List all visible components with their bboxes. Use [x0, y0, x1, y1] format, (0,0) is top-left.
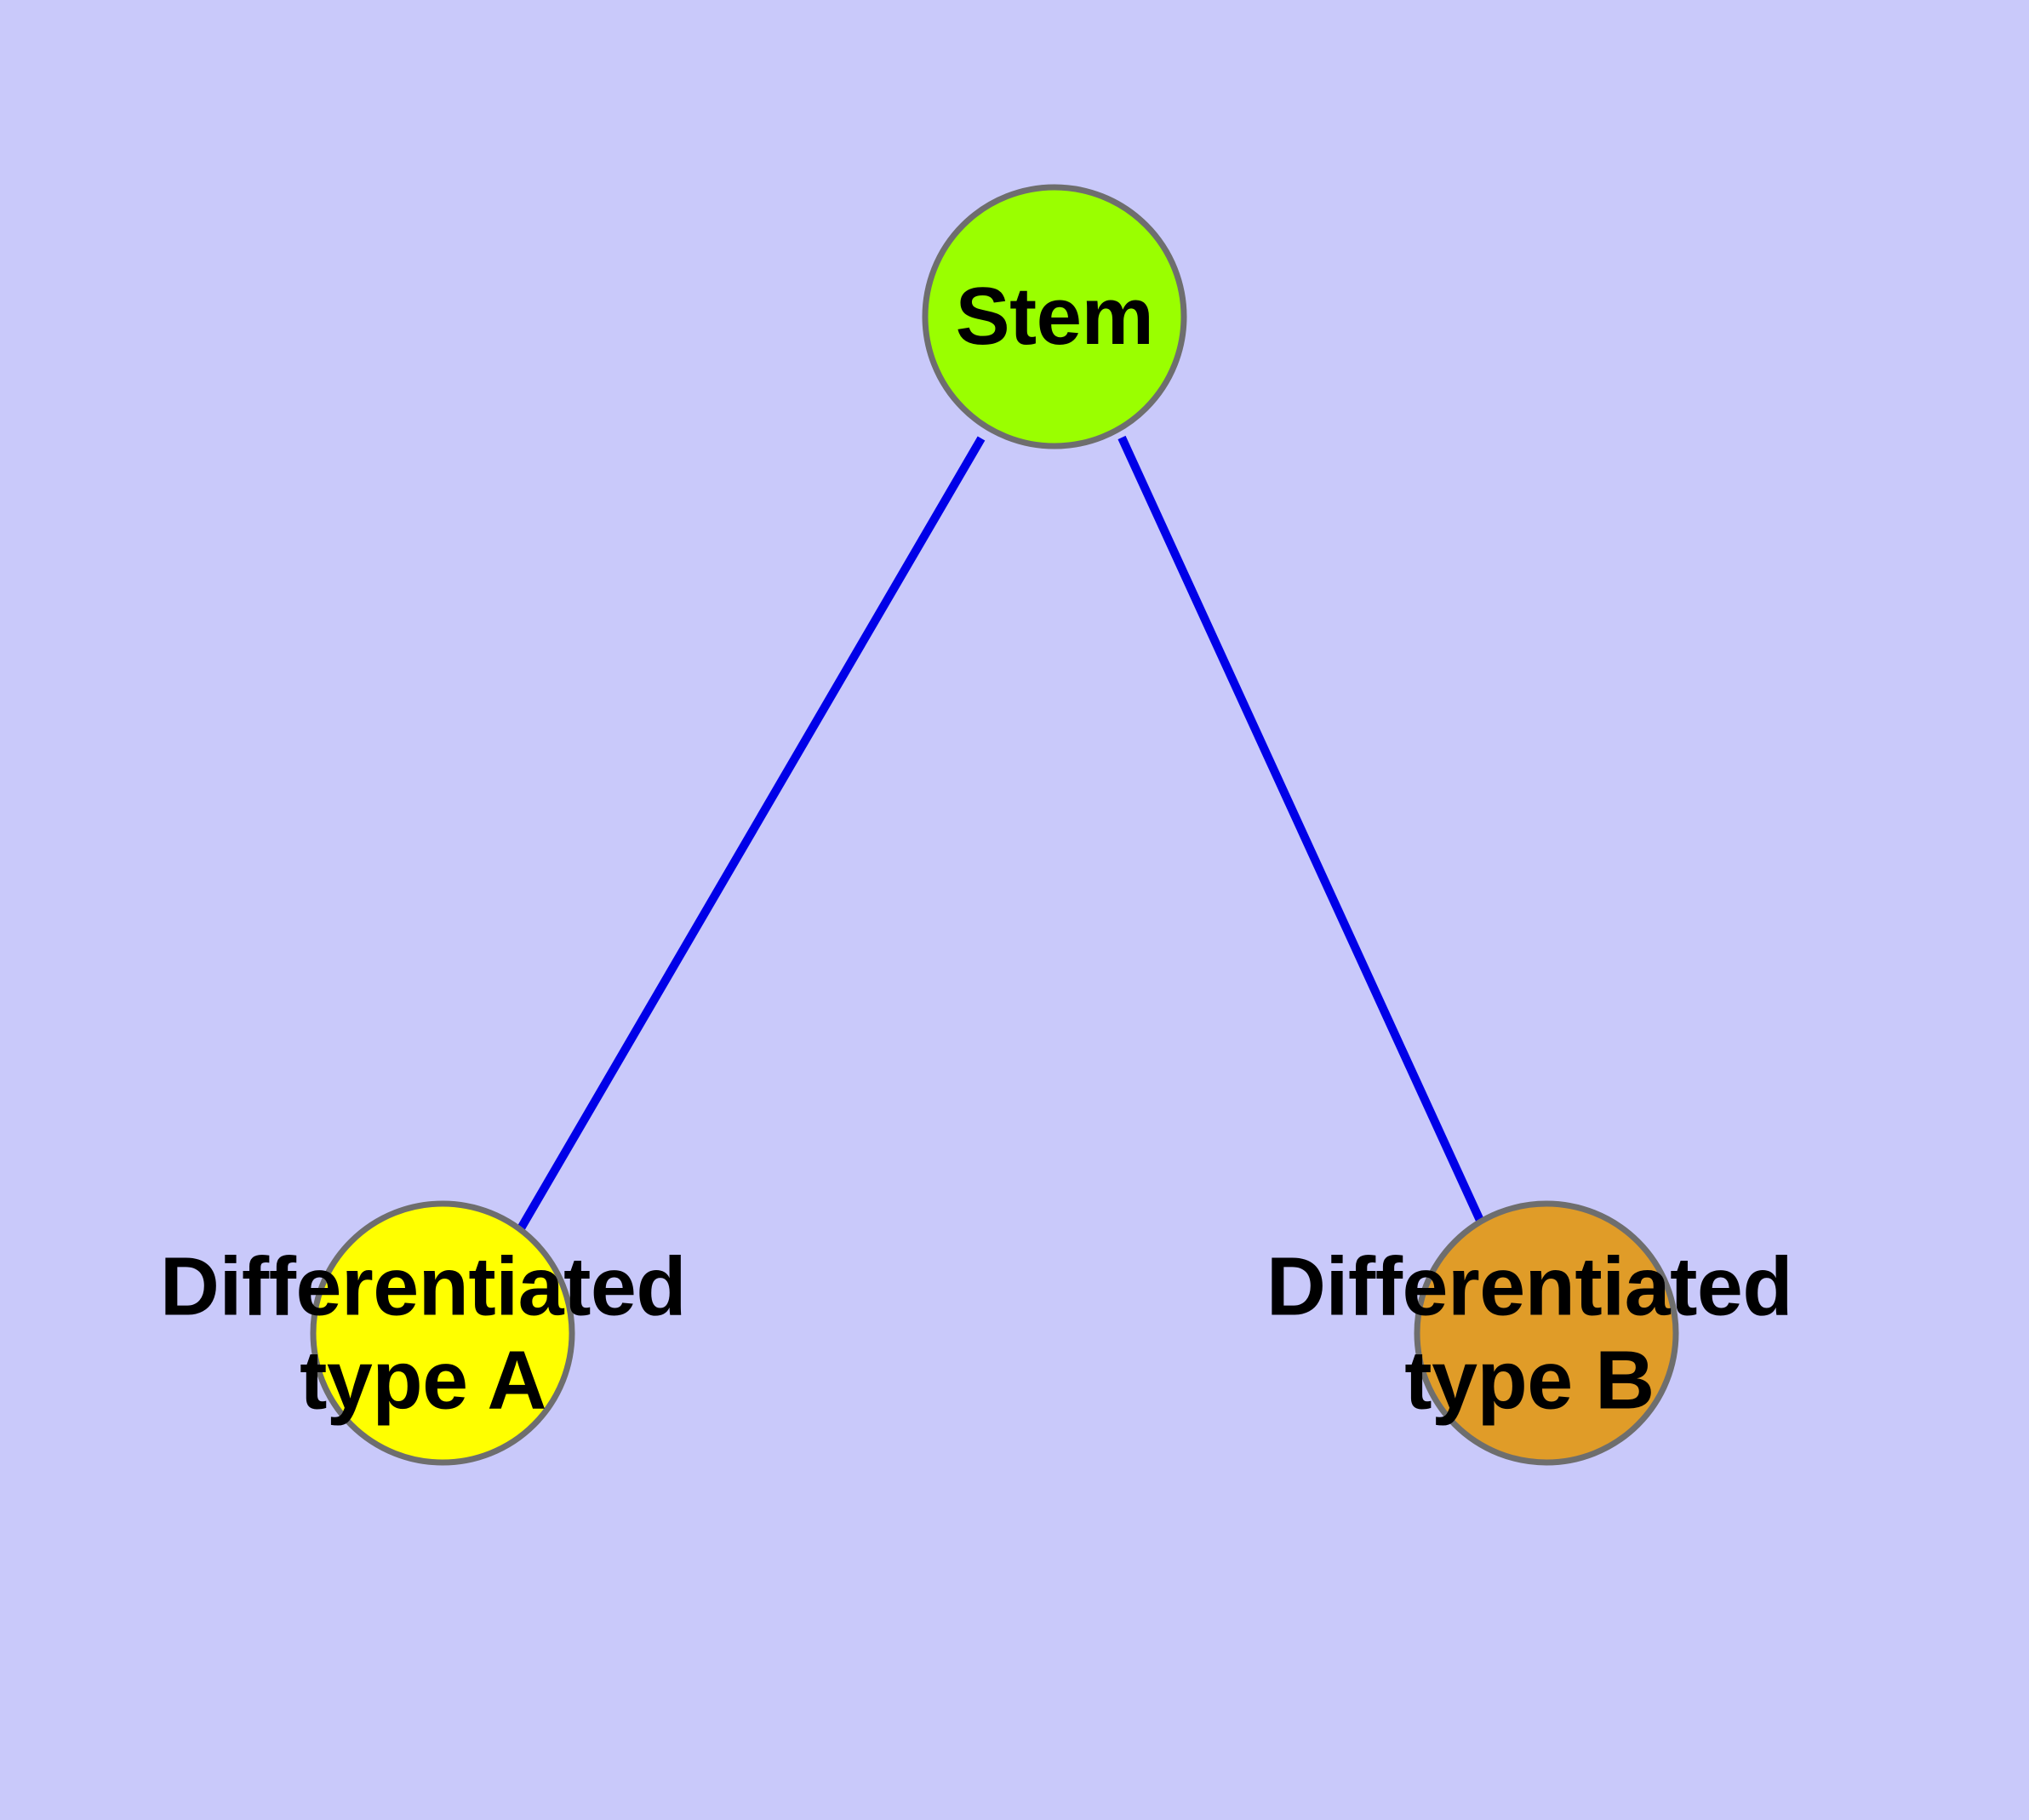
- graph-edge-stem-to-diff-b[interactable]: [1117, 435, 1486, 1227]
- edge-layer: [517, 435, 1486, 1231]
- graph-node-diff-a[interactable]: [310, 1200, 575, 1466]
- graph-node-stem[interactable]: [922, 184, 1187, 449]
- graph-edge-stem-to-diff-a[interactable]: [517, 436, 986, 1231]
- node-layer: [310, 184, 1679, 1466]
- graph-node-diff-b[interactable]: [1414, 1200, 1679, 1466]
